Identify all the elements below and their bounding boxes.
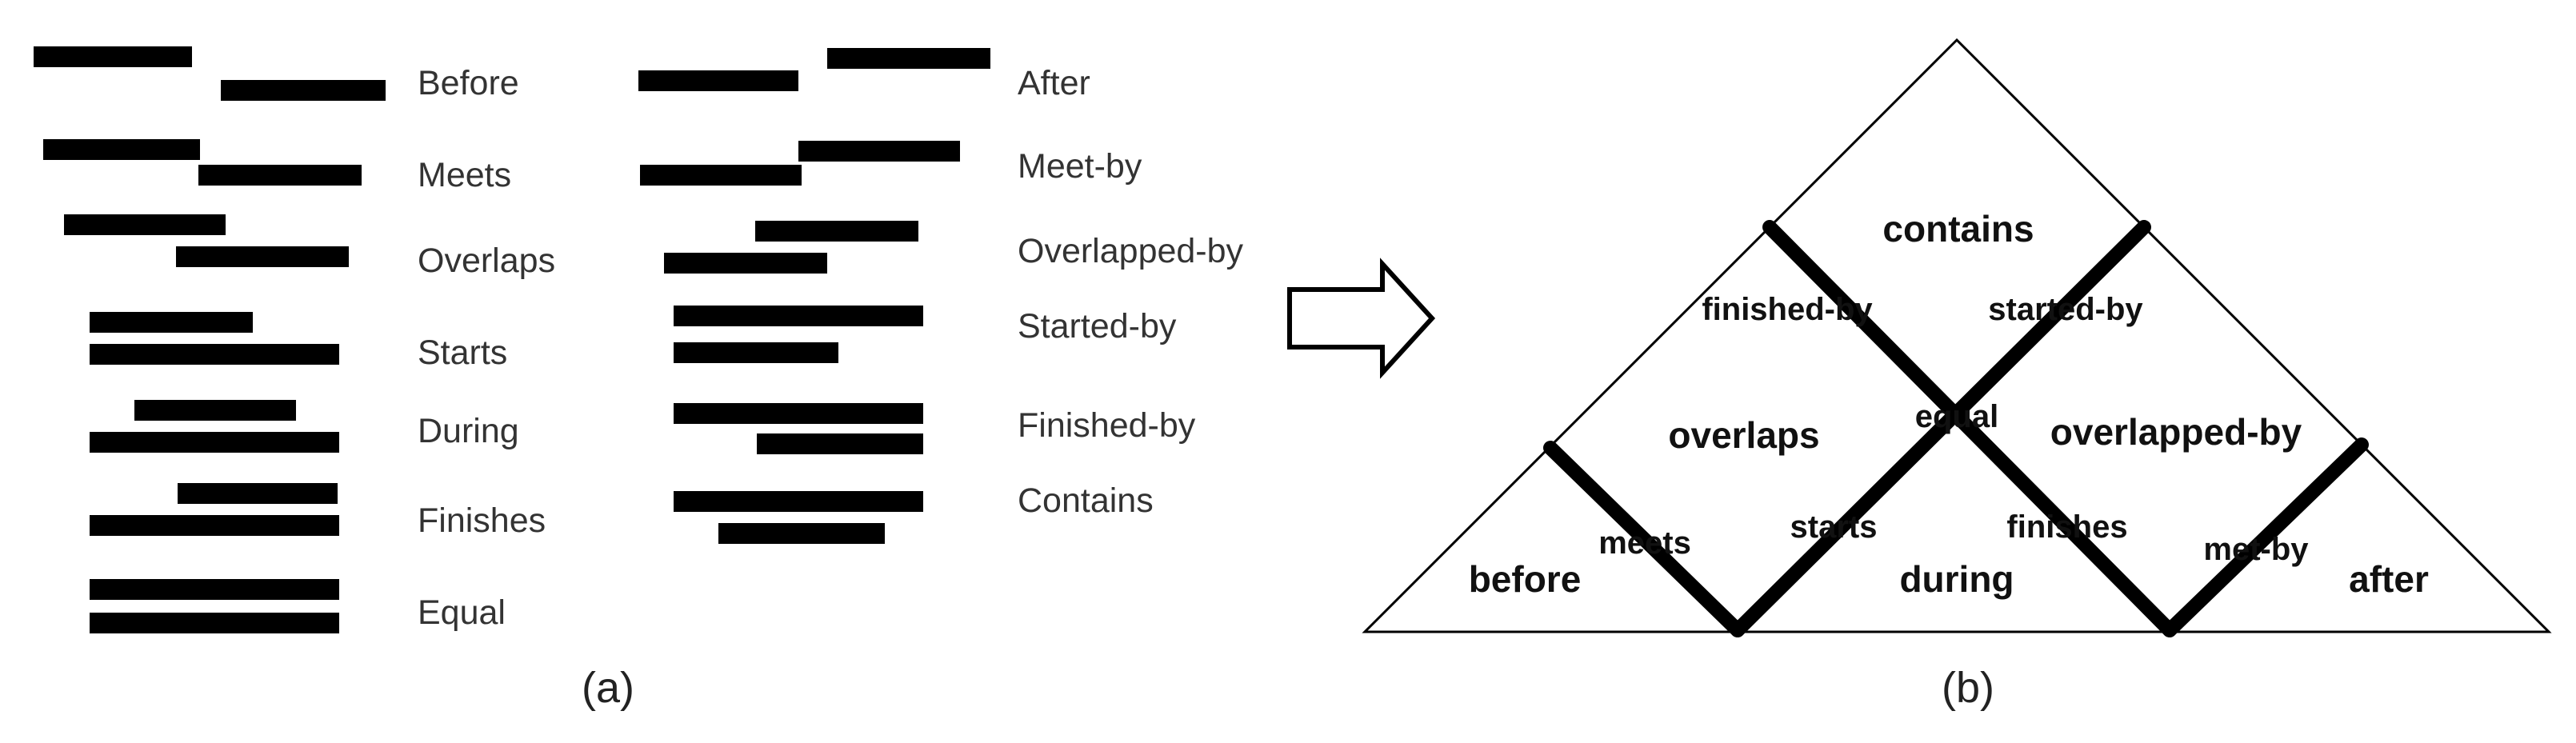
label-contains: Contains: [1018, 481, 1154, 520]
region-overlapped-by: overlapped-by: [2050, 411, 2302, 453]
outer-triangle: [1362, 38, 2552, 633]
bars-before: [34, 46, 386, 101]
edge-started-by: started-by: [1988, 292, 2143, 327]
bars-after: [638, 48, 990, 91]
region-overlaps: overlaps: [1668, 414, 1819, 456]
panel-b: contains overlaps overlapped-by before d…: [1362, 38, 2552, 712]
region-before: before: [1469, 558, 1582, 600]
edge-equal: equal: [1915, 399, 1998, 434]
edge-meets: meets: [1598, 525, 1691, 561]
label-after: After: [1018, 64, 1090, 102]
label-finished-by: Finished-by: [1018, 406, 1196, 445]
label-starts: Starts: [418, 334, 507, 372]
bars-contains: [674, 491, 923, 544]
boundary-line-3: [1543, 441, 1745, 637]
bars-equal: [90, 579, 339, 633]
edge-met-by: met-by: [2203, 532, 2309, 567]
edge-finishes: finishes: [2006, 509, 2127, 545]
bars-finished-by: [674, 403, 923, 454]
region-contains: contains: [1882, 208, 2034, 250]
label-equal: Equal: [418, 593, 506, 632]
label-overlapped-by: Overlapped-by: [1018, 232, 1244, 270]
label-meets: Meets: [418, 156, 511, 194]
panel-a: Before Meets Overlaps Starts During Fini…: [34, 46, 1244, 712]
bars-overlapped-by: [664, 221, 918, 274]
bars-overlaps: [64, 214, 349, 267]
bars-starts: [90, 312, 339, 365]
boundary-line-2: [1730, 220, 2151, 637]
label-meet-by: Meet-by: [1018, 147, 1142, 186]
label-overlaps: Overlaps: [418, 242, 555, 280]
right-arrow-icon: [1287, 258, 1436, 379]
edge-finished-by: finished-by: [1702, 292, 1873, 327]
label-finishes: Finishes: [418, 501, 546, 540]
label-started-by: Started-by: [1018, 307, 1177, 346]
edge-starts: starts: [1790, 509, 1878, 545]
boundary-line-4: [2162, 437, 2369, 637]
bars-meets: [43, 139, 362, 186]
bars-finishes: [90, 483, 339, 536]
relation-boundaries: [1543, 220, 2369, 637]
label-before: Before: [418, 64, 519, 102]
label-during: During: [418, 412, 519, 450]
bars-meet-by: [640, 141, 960, 186]
boundary-line-1: [1762, 220, 2177, 637]
caption-b: (b): [1942, 664, 1994, 712]
region-after: after: [2349, 558, 2429, 600]
caption-a: (a): [582, 664, 634, 712]
region-during: during: [1899, 558, 2014, 600]
bars-started-by: [674, 306, 923, 363]
bars-during: [90, 400, 339, 453]
